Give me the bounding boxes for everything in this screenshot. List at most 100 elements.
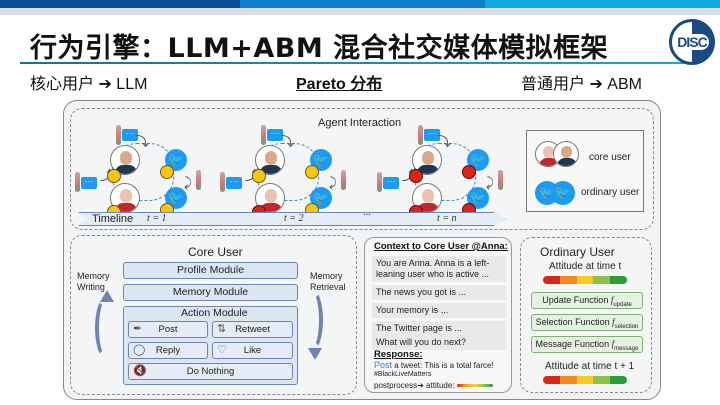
- attitude-segment: [576, 276, 594, 284]
- subtitle-pareto: Pareto 分布: [296, 76, 383, 93]
- legend-core-user-label: core user: [589, 152, 631, 163]
- attitude-segment: [543, 276, 560, 284]
- memory-writing-label: Memory Writing: [77, 271, 110, 292]
- interaction-scene: ··· ··· ⤵ ⤸ ⤴ 🐦 🐦: [70, 125, 201, 219]
- attitude-t1-label: Attitude at time t + 1: [545, 361, 635, 372]
- response-text: a tweet: This is a total farce!: [392, 361, 494, 370]
- response-line: Post a tweet: This is a total farce!: [374, 360, 494, 370]
- quill-icon: ✒: [133, 323, 143, 335]
- curved-arrow-icon: ⤵: [281, 134, 295, 149]
- memory-writing-arrow: [95, 298, 115, 358]
- heart-icon: ♡: [217, 344, 227, 356]
- message-function: Message Function fmessage: [531, 336, 643, 353]
- chat-bubble-icon: ···: [81, 177, 97, 189]
- core-user-avatar-female: [255, 183, 285, 213]
- memory-module: Memory Module: [123, 284, 298, 301]
- subtitle-ordinary-abm: 普通用户 ➔ ABM: [521, 76, 642, 93]
- action-module-title: Action Module: [181, 307, 248, 319]
- mood-emoji-icon: [305, 165, 319, 179]
- slide-title: 行为引擎：LLM+ABM 混合社交媒体模拟框架: [30, 33, 609, 64]
- retweet-icon: ⇅: [217, 323, 227, 335]
- thermometer-icon: [196, 170, 201, 190]
- title-underline: [20, 62, 692, 64]
- interaction-scene: ··· ··· ⤵ ⤸ ⤴ 🐦 🐦: [372, 125, 503, 219]
- context-item: The news you got is ...: [372, 285, 506, 300]
- legend-ordinary-bird-icon: 🐦: [551, 181, 575, 205]
- disc-logo: DISC: [669, 19, 715, 65]
- attitude-segment: [610, 376, 627, 384]
- thermometer-icon: [261, 125, 266, 145]
- attitude-segment: [576, 376, 594, 384]
- attitude-bar-t1: [543, 376, 627, 384]
- top-color-bar: [0, 0, 720, 8]
- logo-text: DISC: [675, 34, 709, 50]
- top-bar-segment-mid: [240, 0, 485, 8]
- legend-core-avatar-male: [553, 141, 579, 167]
- curved-arrow-icon: ⤸: [486, 175, 494, 190]
- postprocess-line: postprocess➔ attitude:: [374, 381, 493, 390]
- chat-bubble-icon: ···: [383, 177, 399, 189]
- legend: core user 🐦 🐦 ordinary user: [526, 130, 644, 212]
- curved-arrow-icon: ⤸: [184, 175, 192, 190]
- memory-writing-arrowhead: [100, 290, 114, 302]
- ordinary-user-title: Ordinary User: [540, 245, 615, 259]
- mood-emoji-icon: [462, 165, 476, 179]
- response-title: Response:: [374, 349, 423, 360]
- update-function: Update Function fupdate: [531, 292, 643, 309]
- context-item: Your memory is ...: [372, 303, 506, 318]
- speech-bubble-icon: ◯: [133, 344, 146, 356]
- chat-bubble-icon: ···: [424, 129, 440, 141]
- context-title: Context to Core User @Anna:: [374, 241, 508, 252]
- attitude-segment: [593, 276, 611, 284]
- attitude-bar-t: [543, 276, 627, 284]
- subtitle-core-llm: 核心用户 ➔ LLM: [30, 76, 148, 93]
- context-item: What will you do next?: [372, 335, 506, 350]
- mood-emoji-icon: [409, 169, 423, 183]
- top-bar-segment-dark: [0, 0, 240, 8]
- attitude-segment: [610, 276, 627, 284]
- selection-function: Selection Function fselection: [531, 314, 643, 331]
- thermometer-icon: [116, 125, 121, 145]
- action-do-nothing: 🔇Do Nothing: [128, 363, 293, 380]
- mood-emoji-icon: [160, 165, 174, 179]
- profile-module: Profile Module: [123, 262, 298, 279]
- chat-bubble-icon: ···: [122, 129, 138, 141]
- action-like: ♡Like: [212, 342, 293, 359]
- attitude-segment: [543, 376, 560, 384]
- memory-retrieval-arrow: [303, 290, 323, 350]
- gray-band: [0, 8, 720, 15]
- timestep-n: t = n: [437, 213, 457, 224]
- curved-arrow-icon: ⤵: [438, 134, 452, 149]
- timestep-ellipsis: ···: [363, 210, 371, 221]
- context-item: You are Anna. Anna is a left-leaning use…: [372, 256, 506, 282]
- postprocess-label: postprocess➔ attitude:: [374, 381, 455, 390]
- attitude-segment: [559, 276, 577, 284]
- legend-ordinary-user-label: ordinary user: [581, 187, 640, 198]
- memory-retrieval-arrowhead: [308, 348, 322, 360]
- attitude-mini-bar: [456, 384, 493, 388]
- curved-arrow-icon: ⤵: [136, 134, 150, 149]
- chat-bubble-icon: ···: [267, 129, 283, 141]
- timestep-1: t = 1: [147, 213, 167, 224]
- top-bar-segment-light: [485, 0, 720, 8]
- core-user-avatar-female: [110, 183, 140, 213]
- thermometer-icon: [377, 172, 382, 192]
- mood-emoji-icon: [252, 169, 266, 183]
- chat-bubble-icon: ···: [226, 177, 242, 189]
- core-user-title: Core User: [188, 245, 243, 259]
- thermometer-icon: [341, 170, 346, 190]
- response-action: Post: [374, 360, 393, 370]
- attitude-segment: [593, 376, 611, 384]
- mute-icon: 🔇: [133, 365, 147, 377]
- response-hashtag: #BlackLiveMatters: [374, 371, 432, 378]
- curved-arrow-icon: ⤸: [329, 175, 337, 190]
- thermometer-icon: [418, 125, 423, 145]
- memory-retrieval-label: Memory Retrieval: [310, 271, 346, 292]
- thermometer-icon: [75, 172, 80, 192]
- action-reply: ◯Reply: [128, 342, 208, 359]
- thermometer-icon: [220, 172, 225, 192]
- timestep-2: t = 2: [284, 213, 304, 224]
- timeline-label: Timeline: [92, 213, 134, 225]
- mood-emoji-icon: [107, 169, 121, 183]
- attitude-t-label: Attitude at time t: [549, 261, 622, 272]
